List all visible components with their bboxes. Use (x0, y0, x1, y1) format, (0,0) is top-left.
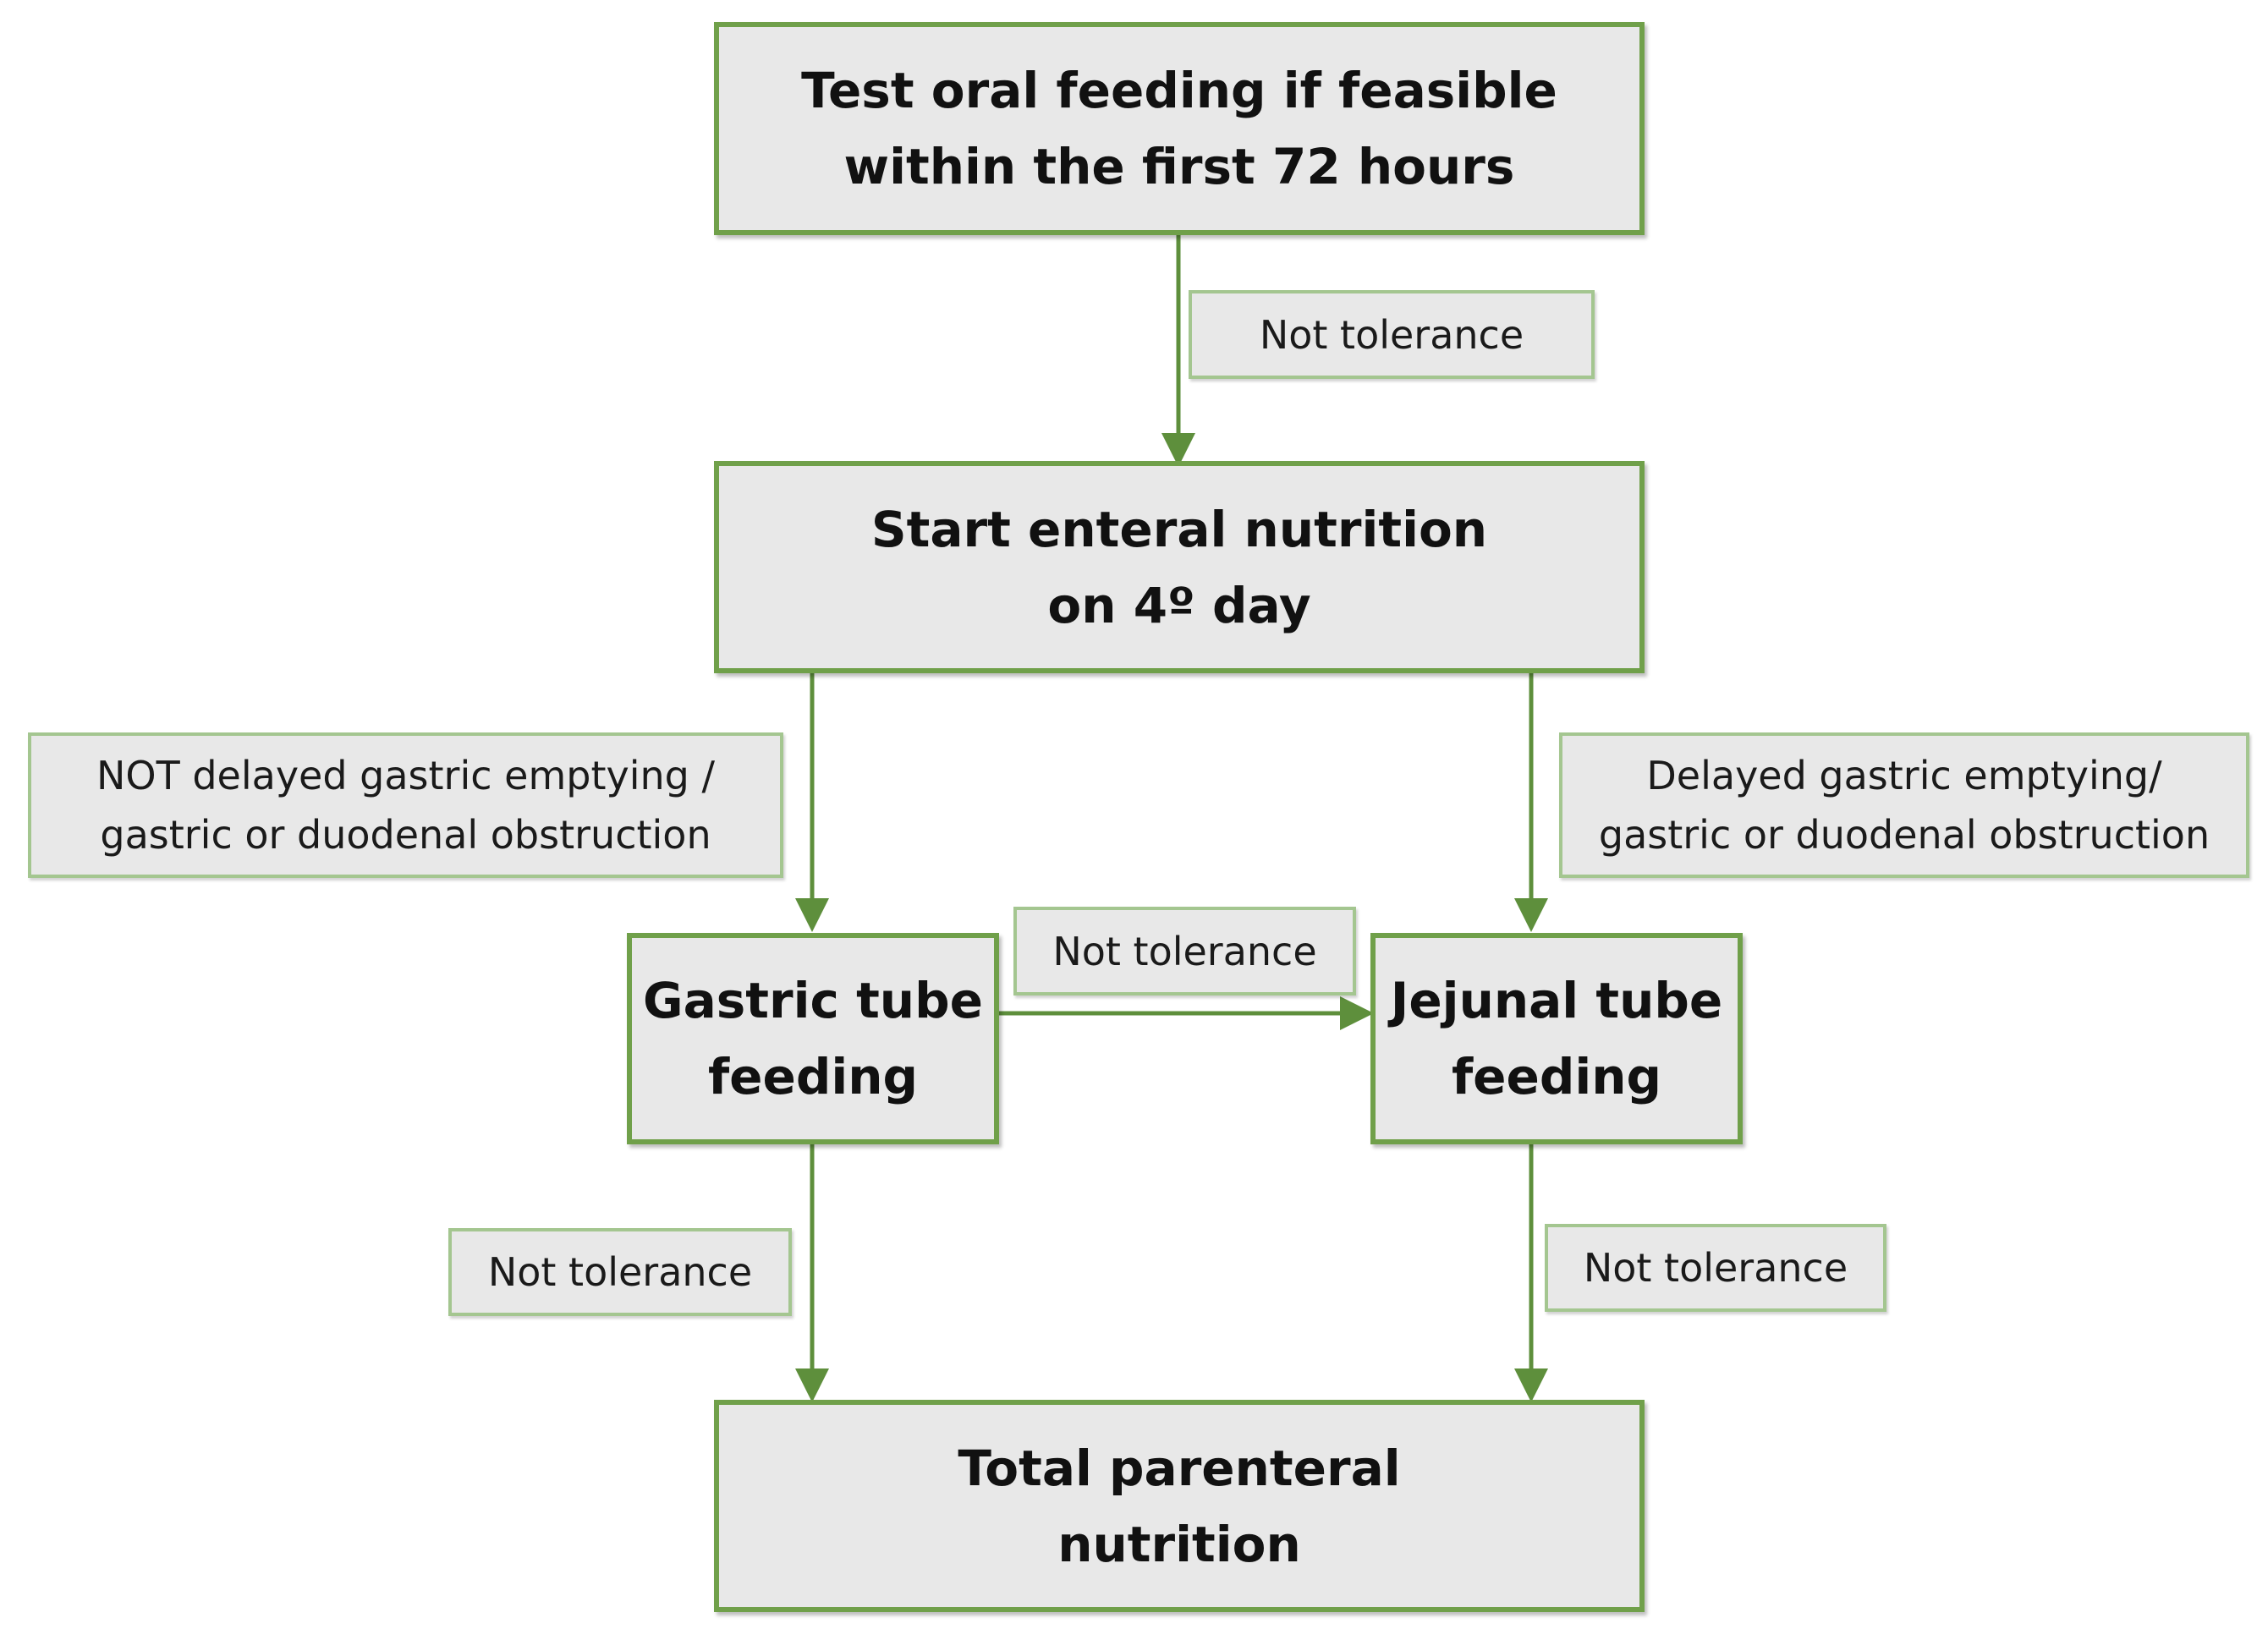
node-oral-feeding-line1: Test oral feeding if feasible (801, 62, 1557, 119)
label-not-delayed-gastric-emptying: NOT delayed gastric emptying / gastric o… (28, 732, 783, 878)
label-not-tolerance-middle-text: Not tolerance (1052, 928, 1317, 974)
node-parenteral-line1: Total parenteral (958, 1439, 1401, 1497)
node-oral-feeding: Test oral feeding if feasible within the… (714, 22, 1645, 235)
node-jejunal-tube-line1: Jejunal tube (1390, 972, 1723, 1029)
label-not-tolerance-top: Not tolerance (1189, 290, 1595, 379)
node-enteral-nutrition: Start enteral nutrition on 4º day (714, 461, 1645, 673)
node-gastric-tube-line2: feeding (707, 1048, 919, 1105)
node-gastric-tube-feeding: Gastric tube feeding (627, 933, 999, 1144)
node-total-parenteral-nutrition: Total parenteral nutrition (714, 1400, 1645, 1612)
node-gastric-tube-line1: Gastric tube (643, 972, 983, 1029)
label-not-tolerance-top-text: Not tolerance (1259, 311, 1524, 358)
label-not-tolerance-left-text: Not tolerance (487, 1249, 753, 1295)
node-enteral-nutrition-line1: Start enteral nutrition (870, 500, 1488, 558)
node-oral-feeding-line2: within the first 72 hours (843, 138, 1515, 195)
label-delayed-line1: Delayed gastric emptying/ (1646, 753, 2162, 798)
label-not-tolerance-right: Not tolerance (1545, 1224, 1886, 1312)
label-not-tolerance-right-text: Not tolerance (1583, 1245, 1848, 1291)
label-not-tolerance-middle: Not tolerance (1013, 907, 1356, 996)
node-jejunal-tube-line2: feeding (1451, 1048, 1662, 1105)
label-not-delayed-line2: gastric or duodenal obstruction (100, 812, 711, 858)
label-not-delayed-line1: NOT delayed gastric emptying / (96, 753, 715, 798)
label-delayed-line2: gastric or duodenal obstruction (1598, 812, 2210, 858)
node-parenteral-line2: nutrition (1057, 1515, 1301, 1573)
label-delayed-gastric-emptying: Delayed gastric emptying/ gastric or duo… (1559, 732, 2249, 878)
node-jejunal-tube-feeding: Jejunal tube feeding (1370, 933, 1743, 1144)
label-not-tolerance-left: Not tolerance (448, 1228, 792, 1316)
node-enteral-nutrition-line2: on 4º day (1047, 576, 1311, 634)
